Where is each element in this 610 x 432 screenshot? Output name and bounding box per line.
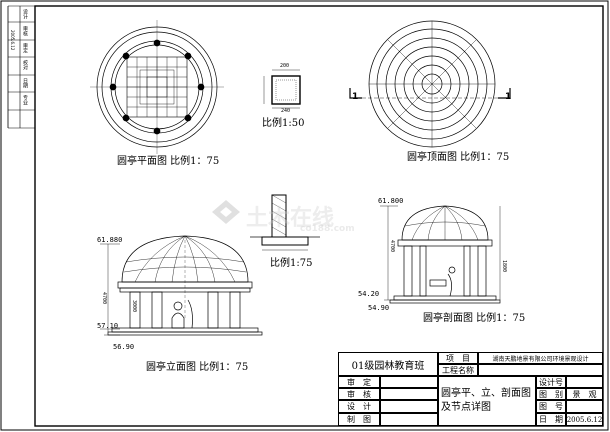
class-name: 01级园林教育班 [338, 352, 438, 376]
detail-top-caption: 比例1:50 [262, 118, 305, 129]
side-date: 2005.6.12 [10, 30, 15, 51]
side-label: 设计 [22, 9, 28, 19]
section-marker-right: 1 [505, 92, 512, 102]
watermark-url: co188.com [300, 224, 355, 234]
project-name-value [478, 364, 603, 376]
role-value [380, 413, 438, 426]
side-label: 审定 [22, 43, 28, 53]
side-label: 校对 [22, 60, 28, 70]
column-detail-plan [263, 69, 301, 109]
project-label: 项 目 [438, 352, 478, 364]
role-value [380, 400, 438, 413]
footing-detail [250, 194, 320, 251]
dim-label: 4700 [389, 240, 395, 253]
side-label: 日期 [22, 78, 28, 88]
sheet-no-value [566, 400, 603, 413]
project-name-label: 工程名称 [438, 364, 478, 376]
roof-caption: 圆亭顶面图 比例1：75 [407, 152, 510, 163]
roof-view [349, 20, 511, 148]
plan-view [90, 20, 224, 154]
level-label: 61.880 [97, 236, 123, 244]
section-view [380, 205, 501, 304]
dim-label: 3000 [131, 300, 137, 313]
role-label: 审 核 [338, 388, 380, 400]
role-value [380, 376, 438, 388]
category-value: 景 观 [566, 388, 603, 400]
level-label: 56.90 [113, 343, 135, 351]
section-caption: 圆亭剖面图 比例1：75 [423, 313, 526, 324]
date-label: 日 期 [536, 413, 566, 426]
sheet-no-label: 图 号 [536, 400, 566, 413]
level-label: 61.800 [378, 197, 404, 205]
side-label: 专业 [22, 95, 28, 105]
plan-caption: 圆亭平面图 比例1：75 [117, 156, 220, 167]
level-label: 54.90 [368, 304, 390, 312]
elevation-view [100, 235, 263, 336]
role-label: 审 定 [338, 376, 380, 388]
watermark-brand: 土木在线 [246, 206, 335, 231]
level-label: 57.10 [97, 322, 119, 330]
dim-label: 4700 [101, 292, 107, 305]
detail-mid-caption: 比例1:75 [270, 258, 313, 269]
drawing-title: 圆亭平、立、剖面图及节点详图 [438, 376, 536, 426]
dim-label: 1800 [501, 260, 507, 273]
side-label: 审核 [22, 26, 28, 36]
level-label: 54.20 [358, 290, 380, 298]
watermark-logo [212, 200, 240, 224]
role-value [380, 388, 438, 400]
project-value: 湖南天鹏地景有限公司环境景观设计 [478, 352, 603, 364]
role-label: 制 图 [338, 413, 380, 426]
inner-frame [34, 5, 604, 427]
role-label: 设 计 [338, 400, 380, 413]
section-marker-left: 1 [352, 92, 359, 102]
category-label: 图 别 [536, 388, 566, 400]
design-no-label: 设计号 [536, 376, 566, 388]
date-value: 2005.6.12 [566, 413, 603, 426]
dim-label: 240 [281, 108, 291, 114]
design-no-value [566, 376, 603, 388]
dim-label: 200 [280, 63, 290, 69]
elevation-caption: 圆亭立面图 比例1：75 [146, 362, 249, 373]
